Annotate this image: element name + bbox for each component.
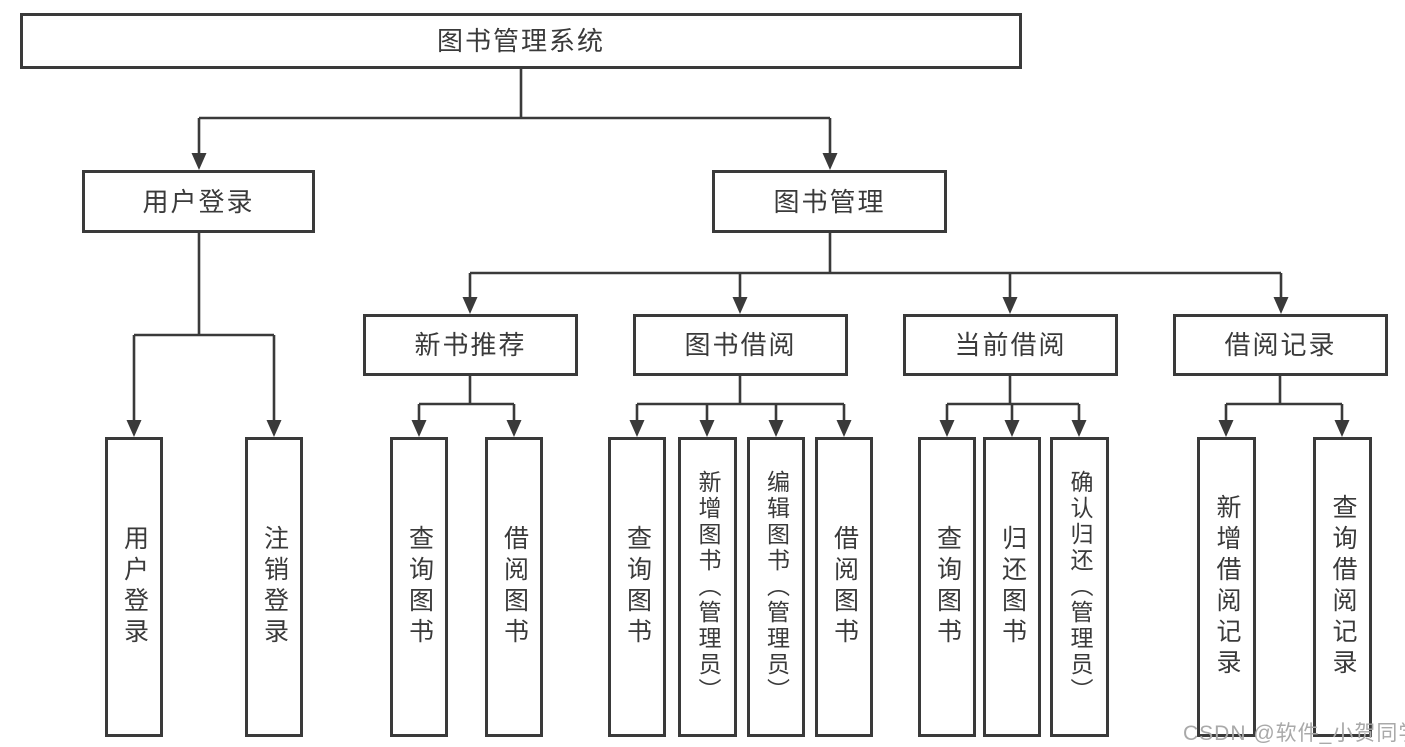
node-label: 用户登录 bbox=[142, 186, 255, 217]
node-label: 图书管理系统 bbox=[436, 26, 605, 56]
leaf-logout: 注销登录 bbox=[245, 437, 303, 737]
node-label: 图书借阅 bbox=[684, 330, 797, 360]
leaf-user-login: 用户登录 bbox=[105, 437, 163, 737]
leaf-label: 借阅图书 bbox=[830, 525, 859, 649]
node-root-system: 图书管理系统 bbox=[20, 13, 1022, 69]
leaf-query-books-recommend: 查询图书 bbox=[390, 437, 448, 737]
leaf-label: 借阅图书 bbox=[500, 525, 529, 649]
leaf-query-books-current: 查询图书 bbox=[918, 437, 976, 737]
node-label: 借阅记录 bbox=[1224, 330, 1337, 360]
csdn-watermark: CSDN @软件_小贺同学 bbox=[1183, 722, 1405, 745]
leaf-label: 确认归还（管理员） bbox=[1067, 470, 1093, 704]
node-new-book-recommend: 新书推荐 bbox=[363, 314, 578, 376]
leaf-add-borrow-record: 新增借阅记录 bbox=[1197, 437, 1256, 737]
leaf-label: 新增图书（管理员） bbox=[695, 470, 721, 704]
node-book-borrowing: 图书借阅 bbox=[633, 314, 848, 376]
leaf-edit-books-admin: 编辑图书（管理员） bbox=[747, 437, 805, 737]
leaf-return-books: 归还图书 bbox=[983, 437, 1041, 737]
node-label: 图书管理 bbox=[773, 186, 886, 217]
leaf-label: 查询图书 bbox=[405, 525, 434, 649]
node-borrow-records: 借阅记录 bbox=[1173, 314, 1388, 376]
leaf-query-borrow-record: 查询借阅记录 bbox=[1313, 437, 1372, 737]
leaf-label: 注销登录 bbox=[260, 525, 289, 649]
leaf-label: 查询借阅记录 bbox=[1329, 494, 1357, 680]
leaf-label: 编辑图书（管理员） bbox=[763, 470, 790, 704]
leaf-query-books-borrowing: 查询图书 bbox=[608, 437, 666, 737]
node-label: 新书推荐 bbox=[414, 330, 527, 360]
leaf-label: 新增借阅记录 bbox=[1213, 494, 1241, 680]
leaf-label: 用户登录 bbox=[120, 525, 149, 649]
leaf-label: 查询图书 bbox=[623, 525, 652, 649]
leaf-label: 查询图书 bbox=[933, 525, 962, 649]
leaf-label: 归还图书 bbox=[998, 525, 1027, 649]
leaf-confirm-return-admin: 确认归还（管理员） bbox=[1050, 437, 1109, 737]
node-user-login: 用户登录 bbox=[82, 170, 315, 233]
node-current-borrowing: 当前借阅 bbox=[903, 314, 1118, 376]
tree-edges bbox=[132, 69, 1344, 423]
leaf-borrow-books: 借阅图书 bbox=[815, 437, 873, 737]
node-label: 当前借阅 bbox=[954, 330, 1067, 360]
leaf-add-books-admin: 新增图书（管理员） bbox=[678, 437, 737, 737]
leaf-borrow-books-recommend: 借阅图书 bbox=[485, 437, 543, 737]
node-book-management: 图书管理 bbox=[712, 170, 947, 233]
